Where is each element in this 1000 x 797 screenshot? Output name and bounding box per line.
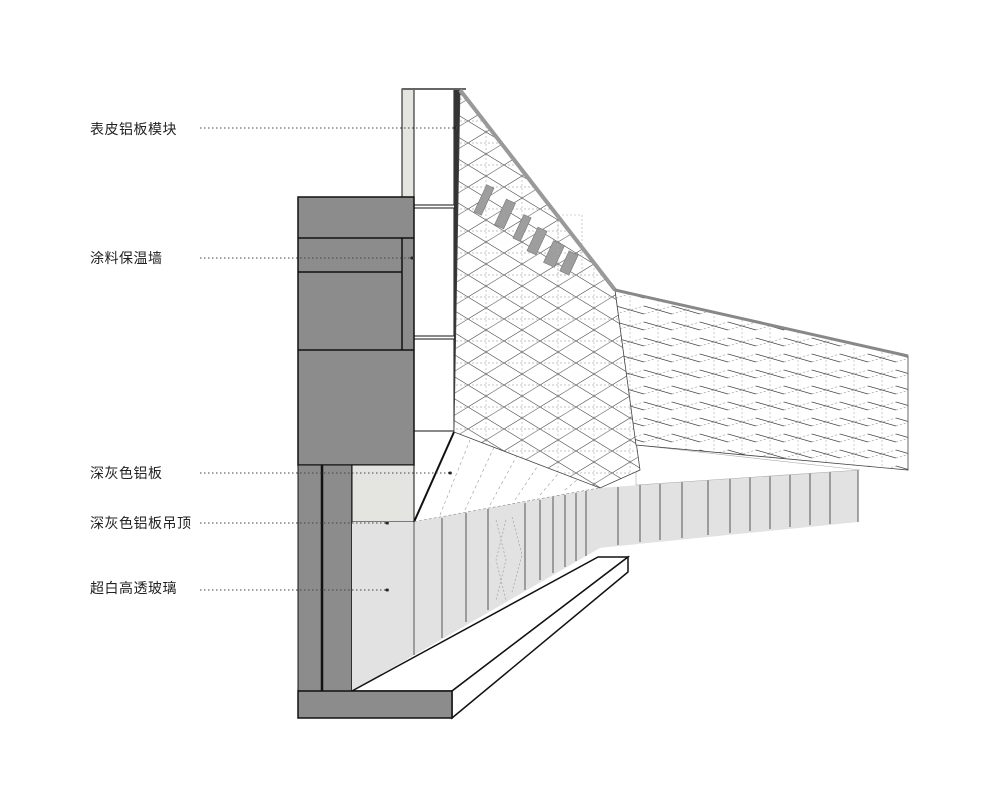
label-dark-gray-aluminum-panel: 深灰色铝板	[90, 466, 163, 482]
label-skin-aluminum-module: 表皮铝板模块	[90, 122, 177, 138]
glass-wall-right	[598, 444, 861, 548]
skin-aluminum-module-front	[453, 88, 641, 489]
ultra-clear-glass-wall	[352, 488, 600, 691]
lower-columns	[297, 464, 415, 692]
skin-aluminum-module-side	[614, 288, 909, 471]
label-coated-insulated-wall: 涂料保温墙	[90, 251, 163, 267]
signage-lettering	[473, 184, 579, 276]
coated-insulated-wall-block	[297, 196, 415, 466]
label-dark-gray-aluminum-ceiling: 深灰色铝板吊顶	[90, 516, 192, 532]
planter-base	[297, 555, 631, 720]
label-ultra-clear-glass: 超白高透玻璃	[90, 581, 177, 597]
leader-lines	[200, 126, 457, 592]
